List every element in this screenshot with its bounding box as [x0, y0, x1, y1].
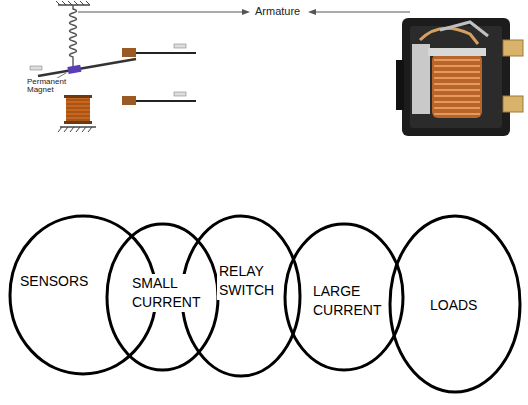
relay-photo [396, 18, 523, 136]
circle-node: LOADS [388, 214, 522, 394]
circle-node: LARGE CURRENT [283, 222, 405, 372]
node-label: RELAY SWITCH [217, 262, 283, 300]
circle-outline [182, 216, 300, 376]
circle-outline [107, 224, 218, 370]
part-label: Armature [255, 5, 300, 18]
circle-outline [390, 216, 520, 392]
node-label: LARGE CURRENT [311, 282, 385, 320]
node-label: SENSORS [18, 272, 90, 291]
node-label: SMALL CURRENT [130, 274, 204, 312]
node-label: LOADS [428, 296, 479, 315]
circle-node: SMALL CURRENT [105, 222, 220, 372]
circle-outline [285, 224, 403, 370]
part-label: Permanent Magnet [27, 78, 71, 95]
